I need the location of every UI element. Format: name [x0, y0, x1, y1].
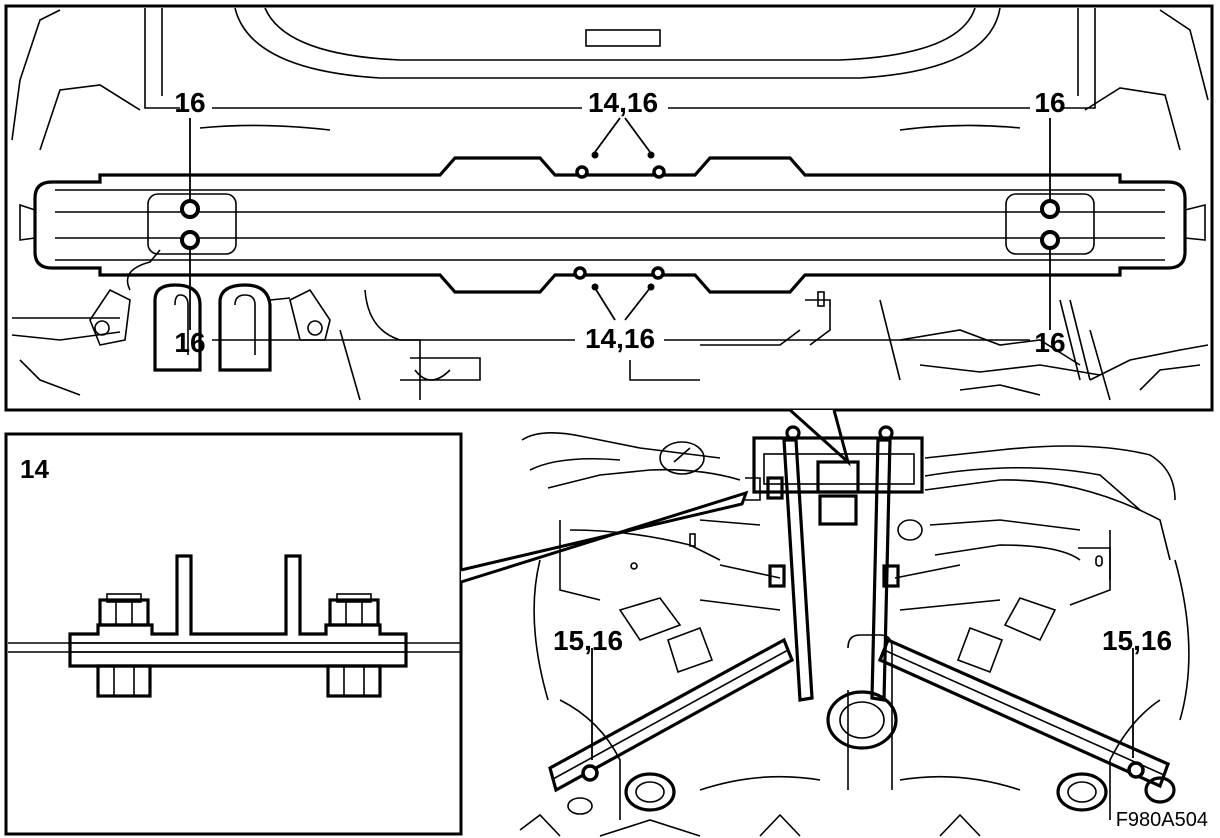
- callout-16-bottom-left: 16: [174, 327, 205, 358]
- bolt-icon: [652, 165, 666, 179]
- callout-15-16-right: 15,16: [1102, 625, 1172, 656]
- beam-bolts: [180, 165, 1060, 280]
- top-view-frame: [4, 4, 1214, 412]
- bolt-icon: [1127, 761, 1145, 779]
- figure-code: F980A504: [1116, 809, 1208, 831]
- callout-14-16-top-center: 14,16: [588, 87, 658, 118]
- bolt-icon: [180, 230, 200, 250]
- left-mount-plate: [147, 193, 237, 255]
- bumper-reinforcement-beam: [19, 156, 1206, 294]
- bolt-icon: [1040, 199, 1060, 219]
- bolt-icon: [575, 165, 589, 179]
- support-frame: [548, 438, 1176, 815]
- underbody-view: 15,16 15,16: [519, 425, 1190, 837]
- bolt-icon: [651, 266, 665, 280]
- top-view-panel: 16 14,16 16 16 14,16 16: [4, 4, 1214, 412]
- detail-cross-section: [8, 554, 460, 698]
- top-leader-lines: [189, 107, 1051, 341]
- detail-view-frame: [4, 432, 463, 836]
- tow-brackets: [89, 249, 331, 372]
- detail-pointer: [460, 490, 749, 584]
- bolt-icon: [581, 764, 599, 782]
- detail-view-title: 14: [20, 454, 49, 484]
- callout-16-top-right: 16: [1034, 87, 1065, 118]
- vehicle-body-outline: [11, 7, 1209, 401]
- callout-16-top-left: 16: [174, 87, 205, 118]
- bolt-icon: [1040, 230, 1060, 250]
- callout-14-16-bottom-center: 14,16: [585, 323, 655, 354]
- bolt-icon: [573, 266, 587, 280]
- bolt-icon: [180, 199, 200, 219]
- under-beam: [752, 425, 924, 588]
- callout-16-bottom-right: 16: [1034, 327, 1065, 358]
- callout-15-16-left: 15,16: [553, 625, 623, 656]
- underbody-outline: [519, 432, 1190, 837]
- detail-view-panel: 14: [4, 432, 463, 836]
